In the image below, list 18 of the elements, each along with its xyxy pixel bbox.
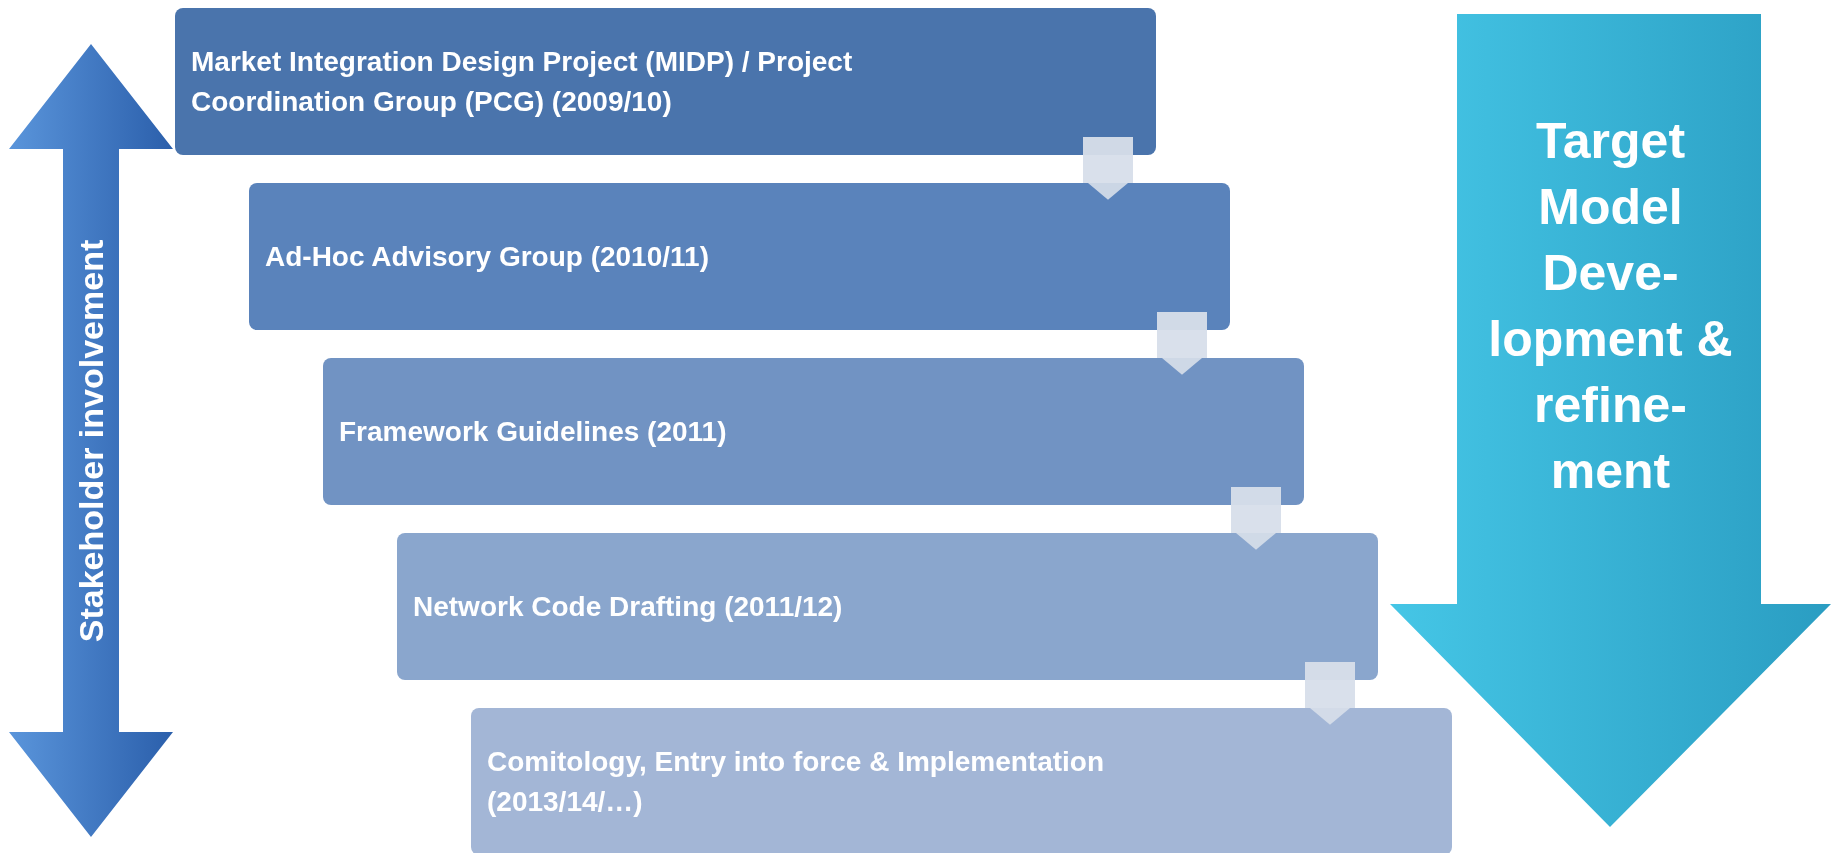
- stage-box: [397, 533, 1378, 680]
- stage-text: Ad-Hoc Advisory Group (2010/11): [265, 239, 709, 274]
- block-arrow: [1083, 137, 1133, 200]
- stage-text: Network Code Drafting (2011/12): [413, 589, 843, 624]
- stage-box: [323, 358, 1304, 505]
- stage-box: [175, 8, 1156, 155]
- block-arrow: [1231, 487, 1281, 550]
- stage-box: [471, 708, 1452, 853]
- stage-box: [249, 183, 1230, 330]
- stage-text: Market Integration Design Project (MIDP) / Project Coordination Group (PCG) (2009/10): [191, 44, 854, 119]
- block-arrow: [1305, 662, 1355, 725]
- down-arrow: [1390, 14, 1831, 827]
- stage-text: Comitology, Entry into force & Implementation (2013/14/…): [487, 744, 1106, 819]
- arrow-label: Target Model Deve- lopment & refine- ment: [1487, 112, 1734, 501]
- arrow-label: Stakeholder involvement: [71, 239, 110, 642]
- block-arrow: [1157, 312, 1207, 375]
- double-arrow: [9, 44, 173, 837]
- stage-text: Framework Guidelines (2011): [339, 414, 727, 449]
